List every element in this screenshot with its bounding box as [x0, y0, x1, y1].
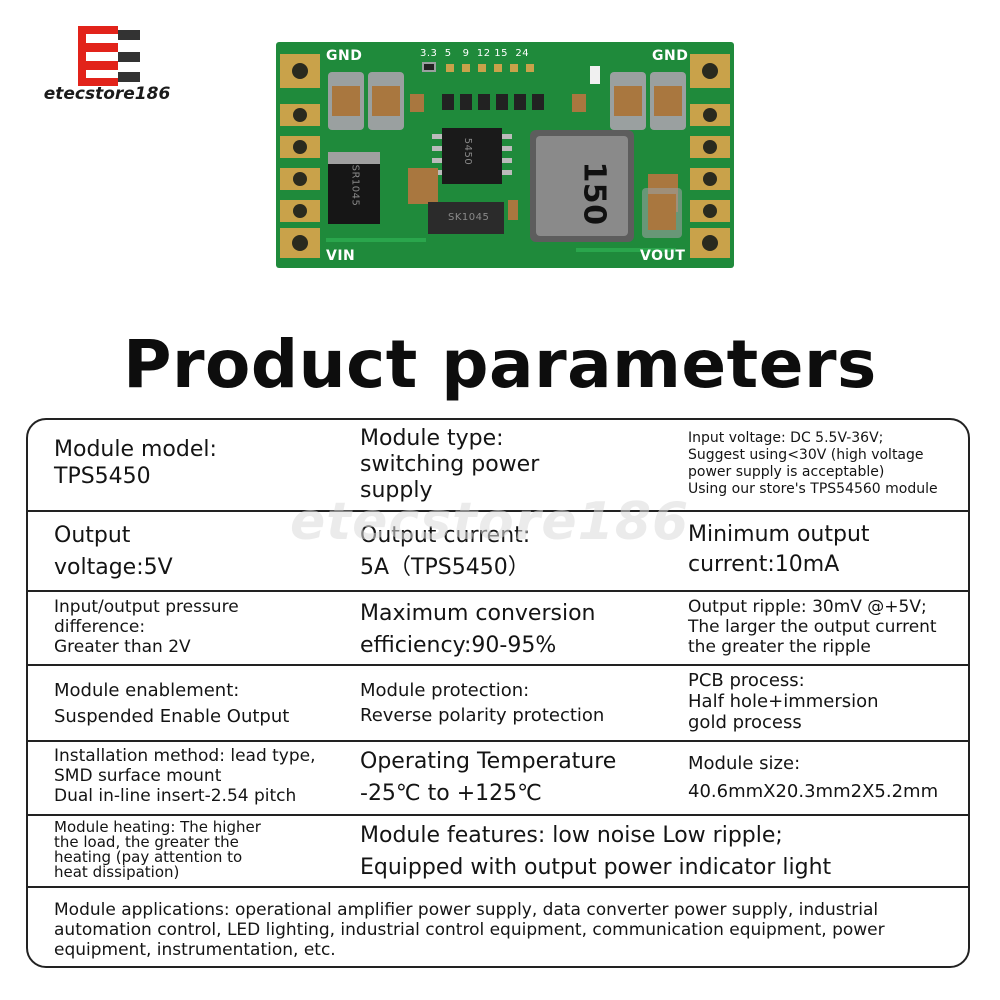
brand-logo: etecstore186	[22, 22, 182, 112]
pcb-label-voltage-select: 3.3 5 9 12 15 24	[420, 48, 530, 59]
output-voltage-cell: Output voltage:5V	[54, 523, 173, 580]
inductor-marking: 150	[576, 161, 612, 226]
minimum-output-current-cell: Minimum output current:10mA	[688, 522, 870, 577]
module-type-cell: Module type: switching power supply	[360, 426, 540, 503]
table-row: Input/output pressure difference: Greate…	[28, 592, 968, 666]
operating-temperature-cell: Operating Temperature -25℃ to +125℃	[360, 749, 617, 806]
parameters-table: Module model: TPS5450 Module type: switc…	[26, 418, 970, 968]
output-ripple-cell: Output ripple: 30mV @+5V; The larger the…	[688, 597, 937, 657]
pcb-board-drawing	[276, 42, 734, 268]
input-voltage-cell: Input voltage: DC 5.5V-36V; Suggest usin…	[688, 430, 938, 497]
pcb-label-vin: VIN	[326, 248, 356, 264]
table-row: Module applications: operational amplifi…	[28, 888, 968, 966]
pcb-label-vout: VOUT	[640, 248, 686, 264]
module-size-cell: Module size: 40.6mmX20.3mm2X5.2mm	[688, 753, 939, 802]
brand-text: etecstore186	[43, 84, 171, 104]
pcb-process-cell: PCB process: Half hole+immersion gold pr…	[688, 670, 879, 733]
table-row: Installation method: lead type, SMD surf…	[28, 740, 968, 816]
table-row: Output voltage:5V Output current: 5A（TPS…	[28, 512, 968, 592]
module-enablement-cell: Module enablement: Suspended Enable Outp…	[54, 680, 290, 727]
ic-marking: 5450	[462, 137, 474, 166]
module-applications-cell: Module applications: operational amplifi…	[54, 900, 885, 960]
table-row: Module enablement: Suspended Enable Outp…	[28, 666, 968, 742]
pcb-module-image: GND GND 3.3 5 9 12 15 24 VIN VOUT 150 SR…	[276, 40, 734, 270]
output-current-cell: Output current: 5A（TPS5450）	[360, 523, 531, 580]
module-protection-cell: Module protection: Reverse polarity prot…	[360, 680, 605, 726]
diode2-marking: SK1045	[448, 212, 490, 223]
pcb-label-gnd-right: GND	[652, 48, 689, 64]
table-row: Module heating: The higher the load, the…	[28, 816, 968, 888]
brand-e-logo-icon	[78, 26, 140, 86]
module-features-cell: Module features: low noise Low ripple; E…	[360, 823, 832, 880]
page-title: Product parameters	[123, 326, 877, 403]
pressure-difference-cell: Input/output pressure difference: Greate…	[54, 597, 239, 657]
pcb-label-gnd-left: GND	[326, 48, 363, 64]
module-model-cell: Module model: TPS5450	[54, 437, 217, 489]
module-heating-cell: Module heating: The higher the load, the…	[54, 818, 261, 881]
diode-marking: SR1045	[349, 164, 361, 207]
conversion-efficiency-cell: Maximum conversion efficiency:90-95%	[360, 601, 596, 658]
table-row: Module model: TPS5450 Module type: switc…	[28, 420, 968, 512]
installation-method-cell: Installation method: lead type, SMD surf…	[54, 746, 316, 806]
